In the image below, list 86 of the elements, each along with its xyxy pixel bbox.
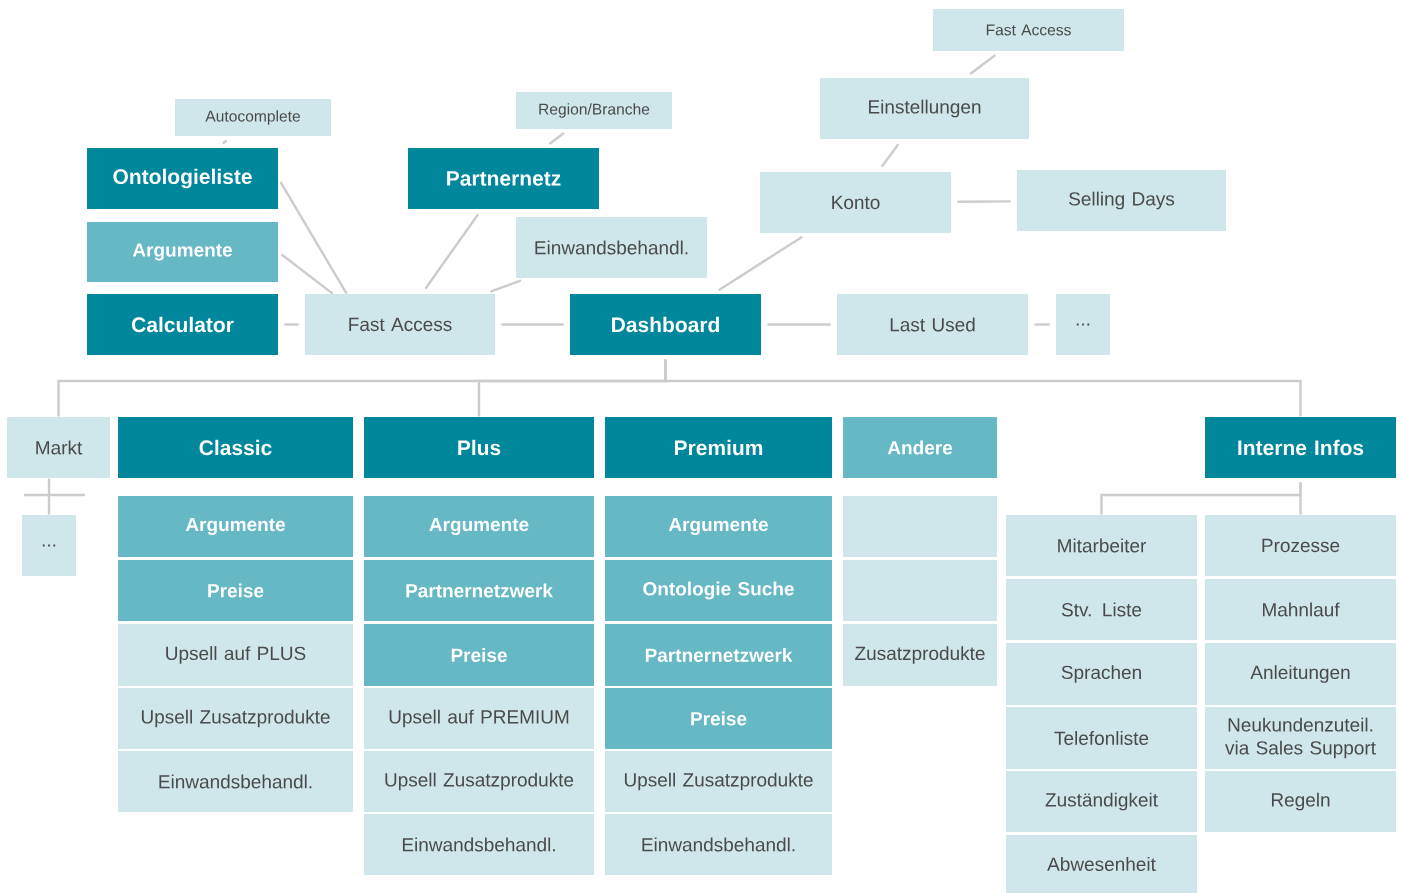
topic-box: Argumente <box>118 496 353 557</box>
connector-line <box>969 54 997 75</box>
tag-box: Region/Branche <box>516 92 672 129</box>
connector-line <box>718 235 803 292</box>
node-label: Sprachen <box>1061 665 1141 683</box>
node-label: Zuständigkeit <box>1045 792 1158 811</box>
topic-box: Neukundenzuteil. via Sales Support <box>1205 707 1396 769</box>
node-label: Upsell auf PREMIUM <box>389 709 569 728</box>
topic-box: Preise <box>364 624 594 686</box>
topic-box: Selling Days <box>1017 170 1226 231</box>
topic-box: Upsell auf PLUS <box>118 624 353 686</box>
section-header: Partnernetz <box>408 148 599 209</box>
topic-box: Ontologie Suche <box>605 560 832 621</box>
topic-box: Zusatzprodukte <box>843 624 997 686</box>
node-label: Preise <box>691 711 747 726</box>
topic-box: Stv. Liste <box>1006 579 1197 640</box>
topic-box: Telefonliste <box>1006 707 1197 769</box>
topic-box: Zuständigkeit <box>1006 771 1197 832</box>
topic-box: Abwesenheit <box>1006 835 1197 893</box>
node-label: Einwandsbehandl. <box>402 837 555 852</box>
section-header: Premium <box>605 417 832 478</box>
topic-box: Anleitungen <box>1205 643 1396 705</box>
connector-line <box>957 200 1011 203</box>
section-header: Dashboard <box>570 294 761 355</box>
section-header: Ontologieliste <box>87 148 278 209</box>
connector-line <box>490 279 522 293</box>
topic-box: Einwandsbehandl. <box>118 751 353 812</box>
topic-box: Upsell Zusatzprodukte <box>605 751 832 812</box>
topic-box: ... <box>22 515 76 576</box>
section-header: Interne Infos <box>1205 417 1396 478</box>
node-label: Anleitungen <box>1250 665 1350 683</box>
topic-box: Einwandsbehandl. <box>364 814 594 875</box>
node-label: Upsell Zusatzprodukte <box>624 772 813 791</box>
section-header: Classic <box>118 417 353 478</box>
topic-box: Argumente <box>605 496 832 557</box>
connector-line <box>279 181 348 295</box>
topic-box: Regeln <box>1205 771 1396 832</box>
topic-box: Andere <box>843 417 997 478</box>
topic-box: Konto <box>760 172 951 233</box>
topic-box: Last Used <box>837 294 1028 355</box>
topic-box: Upsell auf PREMIUM <box>364 688 594 749</box>
connector-line <box>221 139 228 145</box>
topic-box: Argumente <box>87 222 278 282</box>
connector-line <box>1299 482 1302 515</box>
topic-box: Upsell Zusatzprodukte <box>364 751 594 812</box>
node-label: Upsell Zusatzprodukte <box>385 772 574 791</box>
connector-line <box>548 132 565 145</box>
node-label: Telefonliste <box>1054 731 1149 745</box>
topic-box: Upsell Zusatzprodukte <box>118 688 353 749</box>
topic-box: ... <box>1056 294 1110 355</box>
topic-box: Prozesse <box>1205 515 1396 576</box>
section-header: Plus <box>364 417 594 478</box>
topic-box: Mahnlauf <box>1205 579 1396 640</box>
connector-line <box>767 323 831 326</box>
connector-line <box>284 323 299 326</box>
node-label: Einwandsbehandl. <box>642 837 795 852</box>
empty-box <box>843 560 997 621</box>
tag-box: Autocomplete <box>175 99 331 136</box>
topic-box: Preise <box>118 560 353 621</box>
connector-line <box>664 359 1302 417</box>
connector-line <box>280 253 334 295</box>
topic-box: Fast Access <box>305 294 495 355</box>
topic-box: Preise <box>605 688 832 749</box>
node-label: Einwandsbehandl. <box>159 774 312 789</box>
topic-box: Markt <box>7 417 110 478</box>
node-label: Upsell auf PLUS <box>166 646 306 664</box>
connector-line <box>501 323 564 326</box>
topic-box: Partnernetzwerk <box>364 560 594 621</box>
topic-box: Sprachen <box>1006 643 1197 705</box>
connector-line <box>1034 323 1050 326</box>
topic-box: Argumente <box>364 496 594 557</box>
section-header: Calculator <box>87 294 278 355</box>
topic-box: Einwandsbehandl. <box>605 814 832 875</box>
connector-line <box>880 143 900 168</box>
node-label: Partnernetzwerk <box>645 648 793 662</box>
empty-box <box>843 496 997 557</box>
topic-box: Einstellungen <box>820 78 1029 139</box>
topic-box: Einwandsbehandl. <box>516 217 707 278</box>
node-label: Neukundenzuteil. via Sales Support <box>1225 717 1376 759</box>
node-label: Regeln <box>1271 792 1330 811</box>
node-label: Upsell Zusatzprodukte <box>141 709 330 728</box>
connector-line <box>22 477 87 516</box>
tag-box: Fast Access <box>933 9 1124 51</box>
topic-box: Partnernetzwerk <box>605 624 832 686</box>
topic-box: Mitarbeiter <box>1006 515 1197 576</box>
connector-line <box>424 213 480 290</box>
